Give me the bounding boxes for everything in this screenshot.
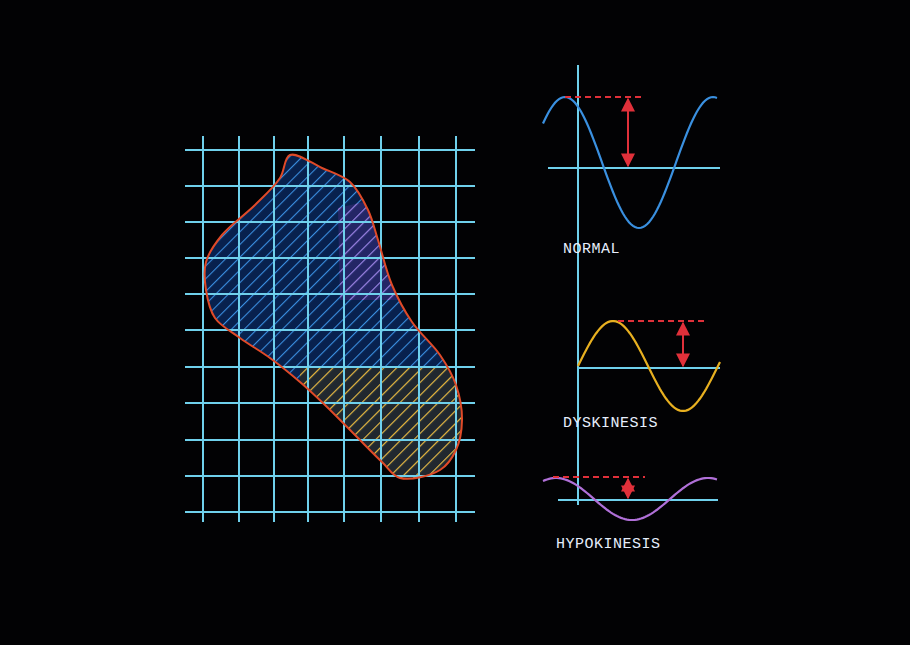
normal-region [190, 140, 480, 490]
baseline [558, 499, 718, 501]
ventricle-outline [205, 155, 462, 479]
axis-line [577, 65, 579, 505]
hypokinetic-region [338, 200, 405, 300]
grid-line [185, 149, 475, 151]
peak-line [618, 320, 705, 322]
wall-motion-wave [543, 97, 717, 228]
peak-line [553, 476, 645, 478]
grid-line [185, 185, 475, 187]
waveforms [543, 65, 720, 520]
grid-line [185, 402, 475, 404]
grid-line [185, 439, 475, 441]
baseline [548, 167, 720, 169]
ventricle-regions [190, 140, 480, 490]
grid-line [185, 221, 475, 223]
wave-label: NORMAL [563, 242, 620, 257]
wave-label: HYPOKINESIS [556, 537, 661, 552]
grid [185, 136, 475, 522]
wall-motion-wave [543, 478, 717, 520]
grid-line [185, 257, 475, 259]
grid-line [185, 511, 475, 513]
amplitude-arrow [682, 323, 684, 366]
amplitude-arrow [627, 99, 629, 166]
peak-line [565, 96, 645, 98]
grid-line [185, 293, 475, 295]
grid-line [185, 366, 475, 368]
amplitude-arrow [627, 479, 629, 498]
dyskinetic-region [300, 367, 470, 490]
grid-line [185, 475, 475, 477]
wave-label: DYSKINESIS [563, 416, 658, 431]
wall-motion-wave [578, 321, 720, 411]
